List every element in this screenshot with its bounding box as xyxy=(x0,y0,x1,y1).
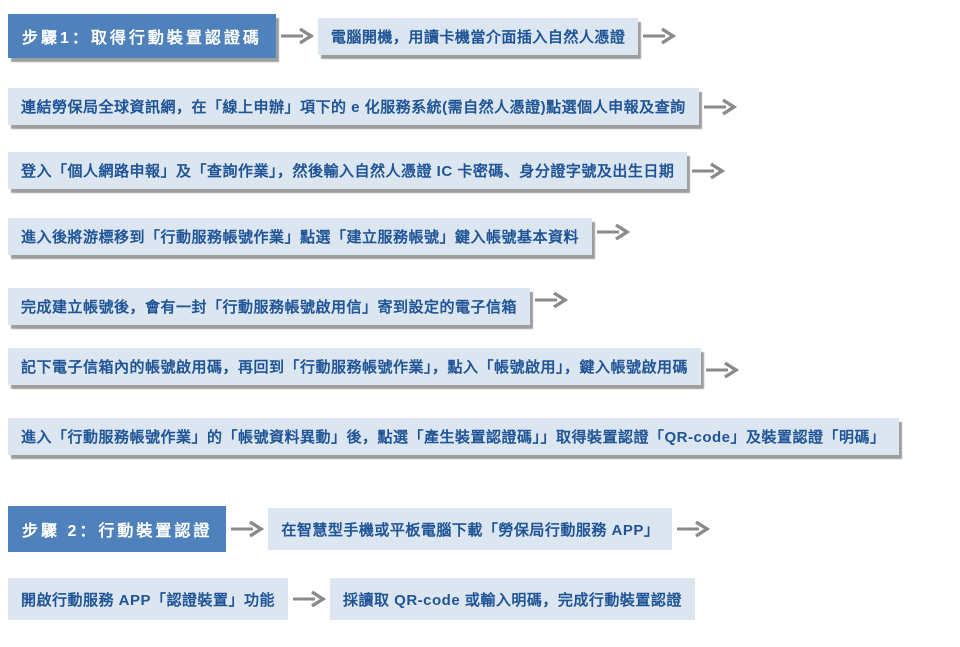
step2-title-box: 步驟 2：行動裝置認證 xyxy=(8,506,227,552)
task-box-6: 記下電子信箱內的帳號啟用碼，再回到「行動服務帳號作業」，點入「帳號啟用」，鍵入帳… xyxy=(8,348,702,385)
task-text: 登入「個人網路申報」及「查詢作業」，然後輸入自然人憑證 IC 卡密碼、身分證字號… xyxy=(21,163,675,180)
flow-row-3: 登入「個人網路申報」及「查詢作業」，然後輸入自然人憑證 IC 卡密碼、身分證字號… xyxy=(8,152,726,189)
task-text: 在智慧型手機或平板電腦下載「勞保局行動服務 APP」 xyxy=(281,521,660,539)
task-box-2: 連結勞保局全球資訊網，在「線上申辦」項下的 e 化服務系統(需自然人憑證)點選個… xyxy=(8,88,699,125)
arrow-right-icon xyxy=(534,290,569,310)
task-text: 連結勞保局全球資訊網，在「線上申辦」項下的 e 化服務系統(需自然人憑證)點選個… xyxy=(21,99,686,116)
task-text: 進入「行動服務帳號作業」的「帳號資料異動」後，點選「產生裝置認證碼」」取得裝置認… xyxy=(21,429,886,446)
task-text: 開啟行動服務 APP「認證裝置」功能 xyxy=(21,591,276,609)
flow-row-2: 連結勞保局全球資訊網，在「線上申辦」項下的 e 化服務系統(需自然人憑證)點選個… xyxy=(8,88,737,125)
task-box-9: 開啟行動服務 APP「認證裝置」功能 xyxy=(8,578,289,620)
flow-row-6: 記下電子信箱內的帳號啟用碼，再回到「行動服務帳號作業」，點入「帳號啟用」，鍵入帳… xyxy=(8,348,740,385)
task-box-5: 完成建立帳號後，會有一封「行動服務帳號啟用信」寄到設定的電子信箱 xyxy=(8,288,531,325)
arrow-right-icon xyxy=(292,589,327,609)
arrow-right-icon xyxy=(703,97,737,117)
arrow-right-icon xyxy=(280,26,314,46)
task-text: 進入後將游標移到「行動服務帳號作業」點選「建立服務帳號」鍵入帳號基本資料 xyxy=(21,229,580,246)
task-box-8: 在智慧型手機或平板電腦下載「勞保局行動服務 APP」 xyxy=(268,508,673,550)
arrow-right-icon xyxy=(691,161,726,181)
flow-row-8: 步驟 2：行動裝置認證 在智慧型手機或平板電腦下載「勞保局行動服務 APP」 xyxy=(8,506,711,552)
flow-row-5: 完成建立帳號後，會有一封「行動服務帳號啟用信」寄到設定的電子信箱 xyxy=(8,288,569,325)
task-box-1: 電腦開機，用讀卡機當介面插入自然人憑證 xyxy=(317,17,639,55)
arrow-right-icon xyxy=(705,360,740,380)
flow-row-1: 步驟1：取得行動裝置認證碼 電腦開機，用讀卡機當介面插入自然人憑證 xyxy=(8,14,677,58)
task-box-4: 進入後將游標移到「行動服務帳號作業」點選「建立服務帳號」鍵入帳號基本資料 xyxy=(8,218,593,255)
arrow-right-icon xyxy=(642,26,677,46)
flow-row-7: 進入「行動服務帳號作業」的「帳號資料異動」後，點選「產生裝置認證碼」」取得裝置認… xyxy=(8,418,899,455)
task-box-10: 採讀取 QR-code 或輸入明碼，完成行動裝置認證 xyxy=(330,578,695,620)
task-text: 記下電子信箱內的帳號啟用碼，再回到「行動服務帳號作業」，點入「帳號啟用」，鍵入帳… xyxy=(21,359,689,376)
arrow-right-icon xyxy=(676,519,711,539)
flow-row-9: 開啟行動服務 APP「認證裝置」功能 採讀取 QR-code 或輸入明碼，完成行… xyxy=(8,578,695,620)
arrow-right-icon xyxy=(596,222,631,242)
step1-title-box: 步驟1：取得行動裝置認證碼 xyxy=(8,14,276,58)
arrow-right-icon xyxy=(230,519,265,539)
step1-title: 步驟1：取得行動裝置認證碼 xyxy=(22,30,262,47)
task-box-7: 進入「行動服務帳號作業」的「帳號資料異動」後，點選「產生裝置認證碼」」取得裝置認… xyxy=(8,418,899,455)
task-text: 電腦開機，用讀卡機當介面插入自然人憑證 xyxy=(330,28,626,46)
task-text: 完成建立帳號後，會有一封「行動服務帳號啟用信」寄到設定的電子信箱 xyxy=(21,299,518,316)
step2-title: 步驟 2：行動裝置認證 xyxy=(22,523,213,540)
task-box-3: 登入「個人網路申報」及「查詢作業」，然後輸入自然人憑證 IC 卡密碼、身分證字號… xyxy=(8,152,688,189)
task-text: 採讀取 QR-code 或輸入明碼，完成行動裝置認證 xyxy=(343,591,682,609)
flow-row-4: 進入後將游標移到「行動服務帳號作業」點選「建立服務帳號」鍵入帳號基本資料 xyxy=(8,218,631,255)
